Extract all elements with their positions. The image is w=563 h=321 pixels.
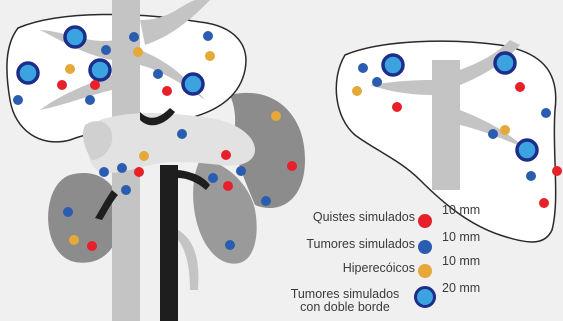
double-border-tumor-marker [183,74,203,94]
legend-item-hyperechoic: Hiperecóicos [260,261,415,275]
legend-size: 10 mm [442,203,480,217]
hyperechoic-marker [69,235,79,245]
double-border-tumor-marker [65,27,85,47]
legend-item-cysts: Quistes simulados [260,210,415,224]
legend-item-tumors: Tumores simulados [260,237,415,251]
hyperechoic-marker [205,51,215,61]
legend-item-double-border: Tumores simulados con doble borde [275,288,415,314]
cyst-marker [87,241,97,251]
tumor-marker [153,69,163,79]
legend-swatch-double-border [414,286,436,308]
double-border-tumor-marker [495,53,515,73]
tumor-marker [177,129,187,139]
double-border-tumor-marker [383,55,403,75]
tumor-marker [129,32,139,42]
legend-swatch-tumor [418,240,432,254]
legend-label: Quistes simulados [260,210,415,224]
double-border-tumor-marker [18,63,38,83]
hyperechoic-marker [139,151,149,161]
tumor-marker [372,77,382,87]
cyst-marker [90,80,100,90]
double-border-tumor-marker [90,60,110,80]
legend-swatch-cyst [418,214,432,228]
pancreas [88,113,255,173]
tumor-marker [121,185,131,195]
tumor-marker [526,171,536,181]
hyperechoic-marker [271,111,281,121]
tumor-marker [208,173,218,183]
left-kidney [48,173,121,263]
legend-label: Hiperecóicos [260,261,415,275]
legend-size: 10 mm [442,254,480,268]
cyst-marker [539,198,549,208]
tumor-marker [117,163,127,173]
cyst-marker [392,102,402,112]
tumor-marker [261,196,271,206]
legend-size: 10 mm [442,230,480,244]
tumor-marker [358,63,368,73]
double-border-tumor-marker [517,140,537,160]
hyperechoic-marker [500,125,510,135]
aorta [160,165,178,321]
tumor-marker [488,129,498,139]
cyst-marker [134,167,144,177]
tumor-marker [13,95,23,105]
tumor-marker [63,207,73,217]
legend-label: Tumores simulados [260,237,415,251]
tumor-marker [203,31,213,41]
cyst-marker [162,86,172,96]
cyst-marker [221,150,231,160]
legend-size: 20 mm [442,281,480,295]
tumor-marker [541,108,551,118]
tumor-marker [236,166,246,176]
iliac-right [178,230,198,290]
legend-label-line2: con doble borde [275,301,415,314]
cyst-marker [552,166,562,176]
hyperechoic-marker [133,47,143,57]
tumor-marker [225,240,235,250]
cyst-marker [515,82,525,92]
cyst-marker [57,80,67,90]
right-vena [432,60,460,190]
hyperechoic-marker [352,86,362,96]
tumor-marker [85,95,95,105]
hyperechoic-marker [65,64,75,74]
tumor-marker [101,45,111,55]
cyst-marker [223,181,233,191]
tumor-marker [99,167,109,177]
legend-swatch-hyperechoic [418,264,432,278]
cyst-marker [287,161,297,171]
